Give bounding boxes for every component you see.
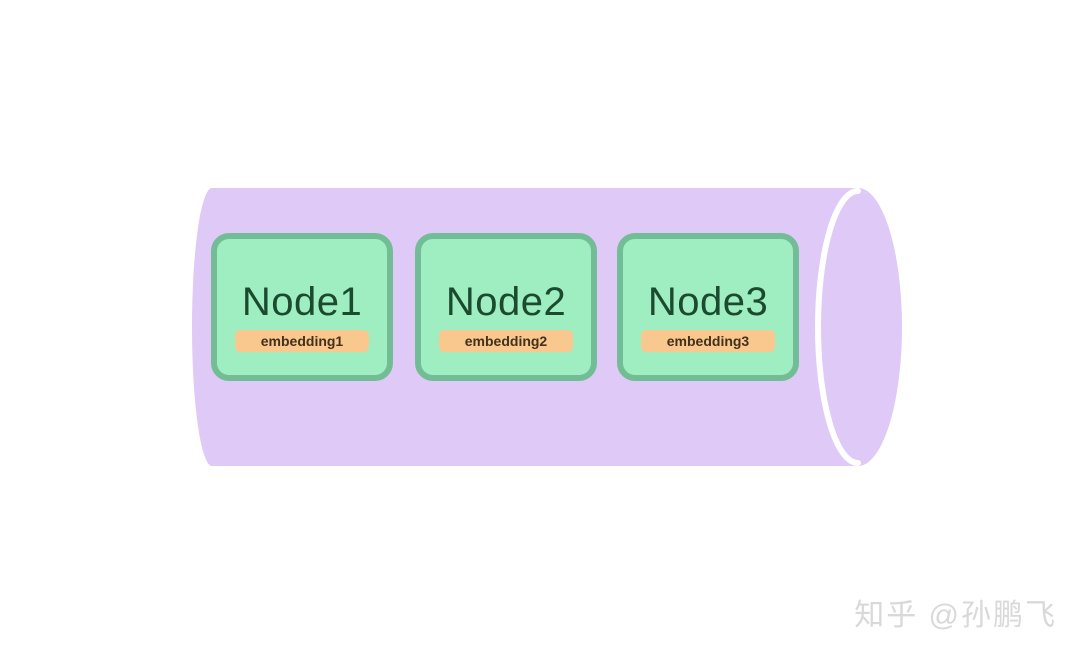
node-label: Node2 (445, 279, 567, 324)
node-card-3: Node3 embedding3 (617, 233, 799, 381)
cylinder-seam-line (815, 188, 861, 466)
node-card-2: Node2 embedding2 (415, 233, 597, 381)
node-card-1: Node1 embedding1 (211, 233, 393, 381)
embedding-badge: embedding2 (439, 329, 573, 352)
embedding-badge: embedding1 (235, 329, 369, 352)
embedding-badge: embedding3 (641, 329, 775, 352)
node-label: Node3 (647, 279, 769, 324)
watermark: 知乎 @孙鹏飞 (854, 599, 1057, 632)
node-label: Node1 (241, 279, 363, 324)
